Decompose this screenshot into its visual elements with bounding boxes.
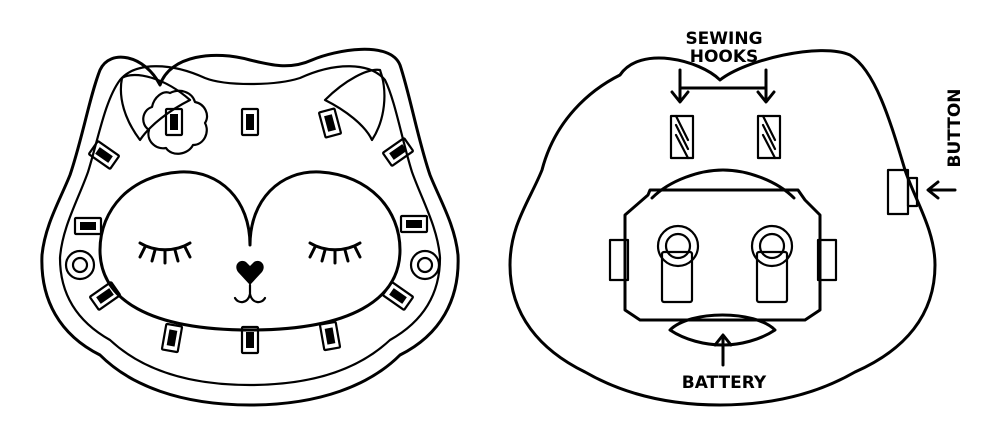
- led-mark: [73, 216, 103, 236]
- battery-arrow: [713, 333, 733, 367]
- front-head-inner-outline: [58, 65, 442, 387]
- right-sewing-pad-icon: [409, 249, 441, 281]
- battery-contact: [750, 224, 794, 304]
- battery-label: BATTERY: [682, 373, 767, 393]
- sewing-hooks-label-line2: HOOKS: [690, 47, 759, 67]
- heart-nose-icon: [236, 260, 264, 285]
- left-sewing-pad-icon: [64, 249, 96, 281]
- battery-contact: [656, 224, 700, 304]
- button-label: BUTTON: [945, 88, 965, 167]
- left-sewing-hook-icon: [669, 114, 695, 160]
- right-sewing-hook-icon: [756, 114, 782, 160]
- led-mark: [88, 280, 122, 312]
- left-closed-eye-icon: [138, 241, 192, 265]
- led-mark: [160, 322, 184, 354]
- right-closed-eye-icon: [308, 241, 362, 265]
- side-button-icon: [886, 168, 919, 216]
- button-arrow: [926, 180, 957, 200]
- battery-holder: [608, 168, 838, 347]
- led-mark: [240, 107, 260, 137]
- face-patch: [98, 170, 402, 332]
- front-view: [40, 47, 460, 407]
- led-mark: [317, 107, 343, 139]
- left-ear: [119, 73, 192, 142]
- flower-icon: [142, 89, 209, 155]
- front-head-outline: [40, 47, 460, 407]
- back-head-outline: [508, 49, 937, 407]
- back-view: SEWING HOOKS BUTTON BATTERY: [508, 29, 965, 407]
- led-mark: [399, 214, 429, 234]
- sewing-hooks-label-line1: SEWING: [685, 29, 762, 49]
- led-mark: [318, 320, 342, 352]
- mouth: [233, 283, 267, 304]
- sewing-hooks-arrows: [670, 68, 776, 104]
- right-ear: [323, 68, 386, 142]
